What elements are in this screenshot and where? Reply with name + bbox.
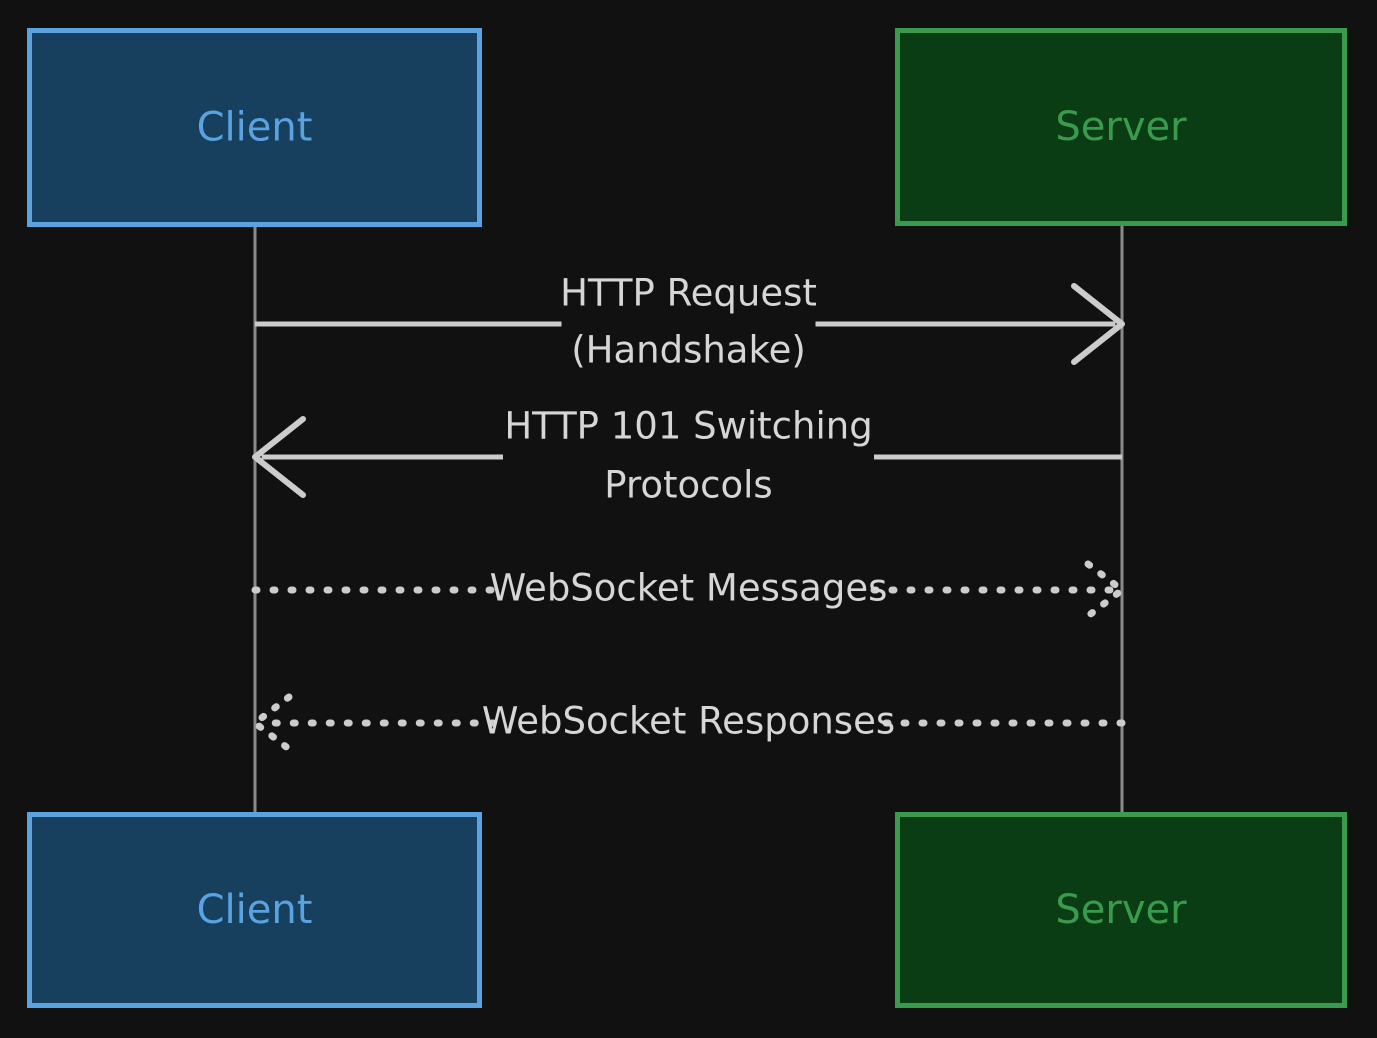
messages-group: HTTP Request (Handshake) HTTP 101 Switchin… [251, 272, 1126, 753]
actor-label-server-bottom: Server [1055, 887, 1187, 933]
actor-box-client-top[interactable]: Client [27, 28, 482, 227]
arrowhead-open-v [1084, 560, 1126, 620]
actor-box-client-bottom[interactable]: Client [27, 812, 482, 1008]
arrowhead-open-v [252, 416, 306, 498]
actor-rect [895, 812, 1347, 1008]
actor-box-server-top[interactable]: Server [895, 28, 1347, 226]
message-3[interactable]: WebSocket Messages [251, 560, 1126, 620]
message-label: (Handshake) [571, 329, 806, 372]
arrowhead-open-v [1071, 283, 1125, 365]
actor-rect [895, 28, 1347, 226]
actor-box-server-bottom[interactable]: Server [895, 812, 1347, 1008]
actor-rect [27, 812, 482, 1008]
message-label: Protocols [604, 464, 772, 507]
message-label: HTTP Request [560, 272, 817, 315]
message-4[interactable]: WebSocket Responses [251, 693, 1126, 753]
actor-label-client-top: Client [197, 105, 313, 151]
arrowhead-open-v [251, 693, 293, 753]
message-label: WebSocket Responses [482, 700, 895, 743]
message-1[interactable]: HTTP Request (Handshake) [255, 272, 1125, 372]
message-label: WebSocket Messages [490, 567, 888, 610]
actor-label-client-bottom: Client [197, 887, 313, 933]
message-label: HTTP 101 Switching [504, 405, 872, 448]
actor-label-server-top: Server [1055, 104, 1187, 150]
actor-rect [27, 28, 482, 227]
